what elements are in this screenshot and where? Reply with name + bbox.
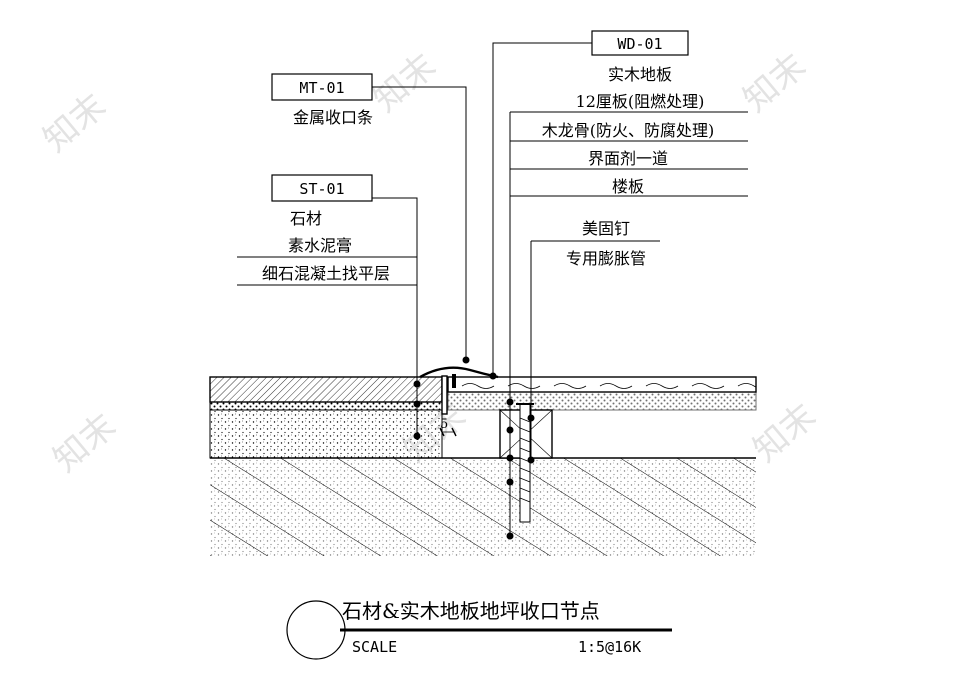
- stone-assembly: [209, 376, 443, 459]
- dimension-label: 5: [440, 417, 448, 432]
- callout-wd01: WD-01 实木地板 12厘板(阻燃处理) 木龙骨(防火、防腐处理) 界面剂一道…: [510, 30, 748, 197]
- stone-layer-2: 素水泥膏: [288, 236, 352, 255]
- wood-layer-2: 12厘板(阻燃处理): [576, 92, 705, 111]
- anchor-label-1: 美固钉: [582, 219, 630, 238]
- callout-anchor: 美固钉 专用膨胀管: [531, 219, 660, 268]
- tag-mt01: MT-01: [299, 79, 344, 97]
- watermark-text: 知末: [46, 406, 124, 480]
- wood-layer-4: 界面剂一道: [588, 149, 668, 168]
- tag-box: [591, 30, 689, 56]
- tag-box: [271, 174, 373, 202]
- watermark-text: 知末: [366, 46, 444, 120]
- stone-layer-1: 石材: [290, 209, 322, 228]
- dimension-gap: 5: [439, 417, 457, 437]
- metal-label: 金属收口条: [293, 108, 373, 127]
- watermark-text: 知末: [36, 86, 114, 160]
- stone-layer-3: 细石混凝土找平层: [262, 264, 390, 283]
- callout-mt01: MT-01 金属收口条: [271, 73, 373, 127]
- watermark-text: 知末: [746, 396, 824, 470]
- title-block: 石材&实木地板地坪收口节点 SCALE 1:5@16K: [286, 599, 672, 660]
- leader-lines: [372, 42, 592, 536]
- anchor-label-2: 专用膨胀管: [566, 249, 646, 268]
- title-circle: [286, 600, 346, 660]
- leader-dots: [413, 356, 535, 540]
- callout-st01: ST-01 石材 素水泥膏 细石混凝土找平层: [237, 174, 417, 286]
- tag-wd01: WD-01: [617, 35, 662, 53]
- scale-value: 1:5@16K: [578, 638, 641, 656]
- wood-layer-5: 楼板: [612, 177, 644, 196]
- wood-layer-3: 木龙骨(防火、防腐处理): [542, 121, 715, 140]
- tag-st01: ST-01: [299, 180, 344, 198]
- watermark-text: 知末: [736, 46, 814, 120]
- wood-layer-1: 实木地板: [608, 65, 672, 84]
- floor-slab: [210, 457, 756, 556]
- scale-label: SCALE: [352, 638, 397, 656]
- wood-assembly: [447, 376, 757, 523]
- drawing-title: 石材&实木地板地坪收口节点: [342, 599, 600, 623]
- tag-box: [271, 73, 373, 101]
